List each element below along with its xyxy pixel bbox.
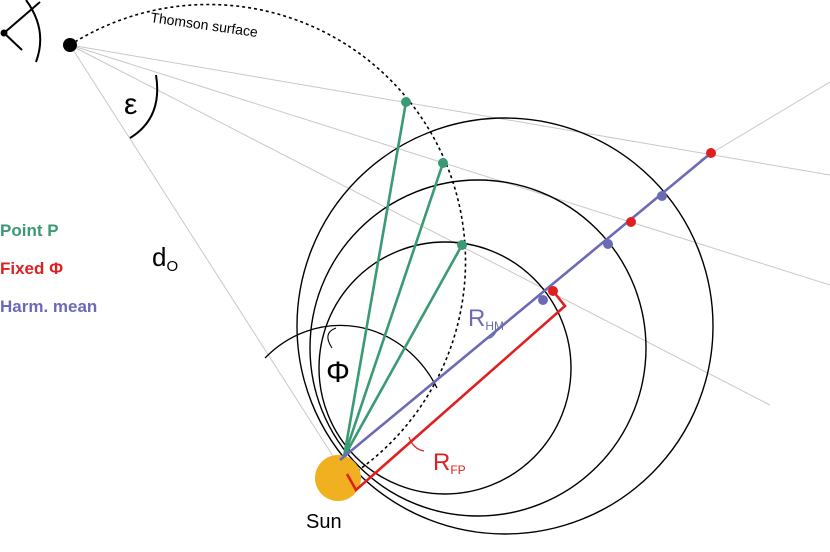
phi-angle-tick xyxy=(327,327,337,349)
sight-line-3 xyxy=(69,44,771,406)
harm-mean-dot-3 xyxy=(657,191,667,201)
point-p-line-3 xyxy=(342,244,464,458)
sight-line-1 xyxy=(69,44,830,176)
point-p-lines xyxy=(342,101,464,458)
r-fp-label-main: R xyxy=(433,449,450,476)
distance-label-sub: O xyxy=(166,258,178,275)
r-hm-label-sub: HM xyxy=(485,319,504,333)
point-p-dot-2 xyxy=(438,158,448,168)
r-fp-leader xyxy=(408,436,425,452)
legend-fixed-phi: Fixed Φ xyxy=(0,259,63,278)
point-p-line-2 xyxy=(342,162,445,458)
harm-mean-dots xyxy=(538,191,667,305)
observer-eye-pupil xyxy=(0,29,8,37)
legend-point-p: Point P xyxy=(0,221,59,240)
r-hm-leader xyxy=(485,329,498,339)
observer-eye-icon xyxy=(3,0,42,63)
fixed-phi-dot-2 xyxy=(626,217,636,227)
phi-angle-arc xyxy=(264,324,438,389)
radial-extension-line xyxy=(699,81,830,161)
phi-label: Φ xyxy=(326,356,350,389)
circle-medium xyxy=(309,179,647,517)
lines-of-sight xyxy=(69,44,830,479)
sight-line-sun xyxy=(69,44,348,479)
point-p-dot-1 xyxy=(401,97,411,107)
epsilon-label: ε xyxy=(124,88,137,121)
epsilon-angle-arc xyxy=(129,74,159,139)
r-hm-label-main: R xyxy=(468,305,485,332)
circle-small xyxy=(318,241,572,495)
circle-large xyxy=(296,117,714,535)
sight-line-2 xyxy=(69,44,830,286)
distance-label-main: d xyxy=(152,242,166,272)
fixed-phi-dot-1 xyxy=(548,286,558,296)
r-fp-label-sub: FP xyxy=(450,463,465,477)
legend-harm-mean: Harm. mean xyxy=(0,297,97,316)
point-p-dots xyxy=(401,97,467,250)
point-p-dot-3 xyxy=(457,240,467,250)
r-fp-label: RFP xyxy=(433,449,466,477)
distance-label: dO xyxy=(152,242,178,275)
observer-point xyxy=(63,38,77,52)
r-hm-label: RHM xyxy=(468,305,504,333)
thomson-surface-arc xyxy=(69,3,467,479)
harm-mean-dot-2 xyxy=(603,239,613,249)
thomson-surface-label: Thomson surface xyxy=(150,9,260,40)
legend: Point P Fixed Φ Harm. mean xyxy=(0,221,97,316)
fixed-phi-dot-3 xyxy=(706,148,716,158)
fixed-phi-dots xyxy=(548,148,716,296)
harm-mean-dot-1 xyxy=(538,295,548,305)
sphere-circles xyxy=(296,117,714,535)
sun-label: Sun xyxy=(306,511,342,533)
fixed-phi-line xyxy=(345,290,567,493)
point-p-line-1 xyxy=(342,101,408,458)
harm-mean-radial-line xyxy=(339,151,712,462)
sun-disc xyxy=(315,455,361,501)
